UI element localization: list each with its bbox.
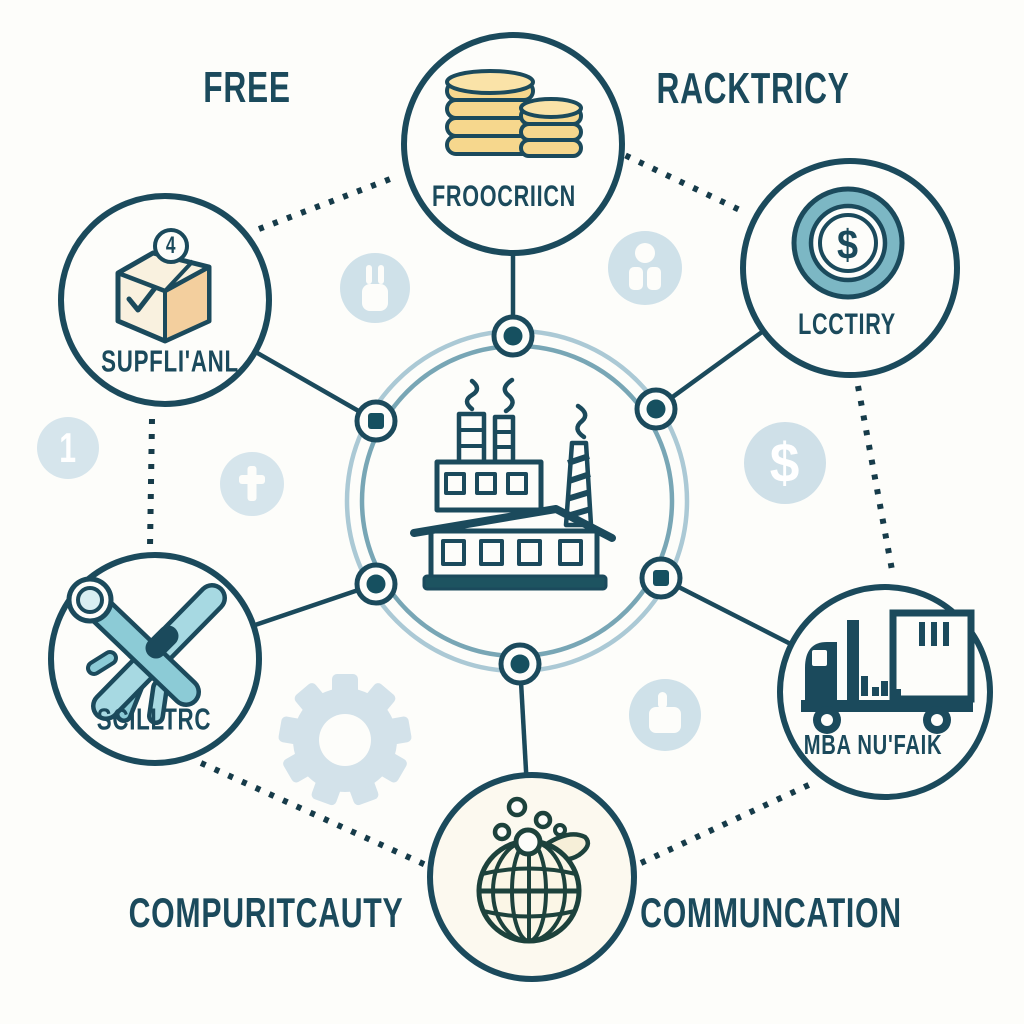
ring-node-lower-right: [639, 556, 683, 600]
smoke-icon: [464, 378, 480, 412]
label-top-right: RACKTRICY: [656, 64, 850, 113]
dotted-supplier-tools: [147, 418, 155, 548]
node-production-label: FROOCRIICN: [432, 180, 576, 213]
node-tools-label: SCILLTRC: [96, 701, 212, 737]
node-supplier-label: SUPFLI'ANL: [101, 343, 239, 379]
dotted-globe-truck: [639, 780, 815, 866]
bulb-bg-icon: [340, 253, 410, 323]
dotted-tools-globe: [199, 760, 430, 869]
one-badge-number: 1: [59, 424, 77, 471]
factory-icon: [410, 377, 616, 591]
gear-bg-icon: [278, 674, 412, 806]
ring-node-bottom: [498, 642, 542, 686]
dotted-money-truck: [855, 385, 895, 571]
smoke-icon: [575, 403, 588, 440]
ring-nodes: [354, 314, 683, 686]
ring-node-upper-left: [354, 399, 398, 443]
dotted-connectors: [147, 146, 895, 869]
ring-node-top: [491, 314, 535, 358]
delivery-truck-icon: [801, 609, 975, 734]
coin-stack-icon: [445, 69, 583, 158]
node-truck-label: MBA NU'FAIK: [803, 729, 943, 760]
crossed-tools-icon: [66, 576, 227, 725]
label-bottom-right: COMMUNCATION: [640, 889, 902, 936]
open-box-icon: [115, 228, 212, 344]
cross-bg-icon: [220, 452, 284, 516]
dollar-badge-symbol: $: [769, 431, 801, 494]
dotted-production-money: [610, 146, 746, 215]
person-bg-icon: [608, 231, 682, 305]
ring-node-upper-right: [634, 387, 678, 431]
node-money-label: LCCTIRY: [798, 308, 896, 341]
ring-node-lower-left: [354, 562, 398, 606]
box-badge-number: 4: [165, 232, 177, 259]
thumbs-up-bg-icon: [629, 679, 701, 751]
dollar-coin-symbol: $: [837, 221, 859, 268]
one-badge-bg-icon: [37, 417, 99, 479]
dotted-supplier-production: [257, 173, 400, 232]
dollar-coin-icon: [791, 186, 905, 300]
smoke-icon: [502, 377, 515, 414]
globe-icon: [476, 796, 591, 944]
dollar-bg-icon: [744, 422, 826, 504]
label-bottom-left: COMPURITCAUTY: [128, 889, 404, 936]
label-top-left: FREE: [203, 63, 291, 112]
